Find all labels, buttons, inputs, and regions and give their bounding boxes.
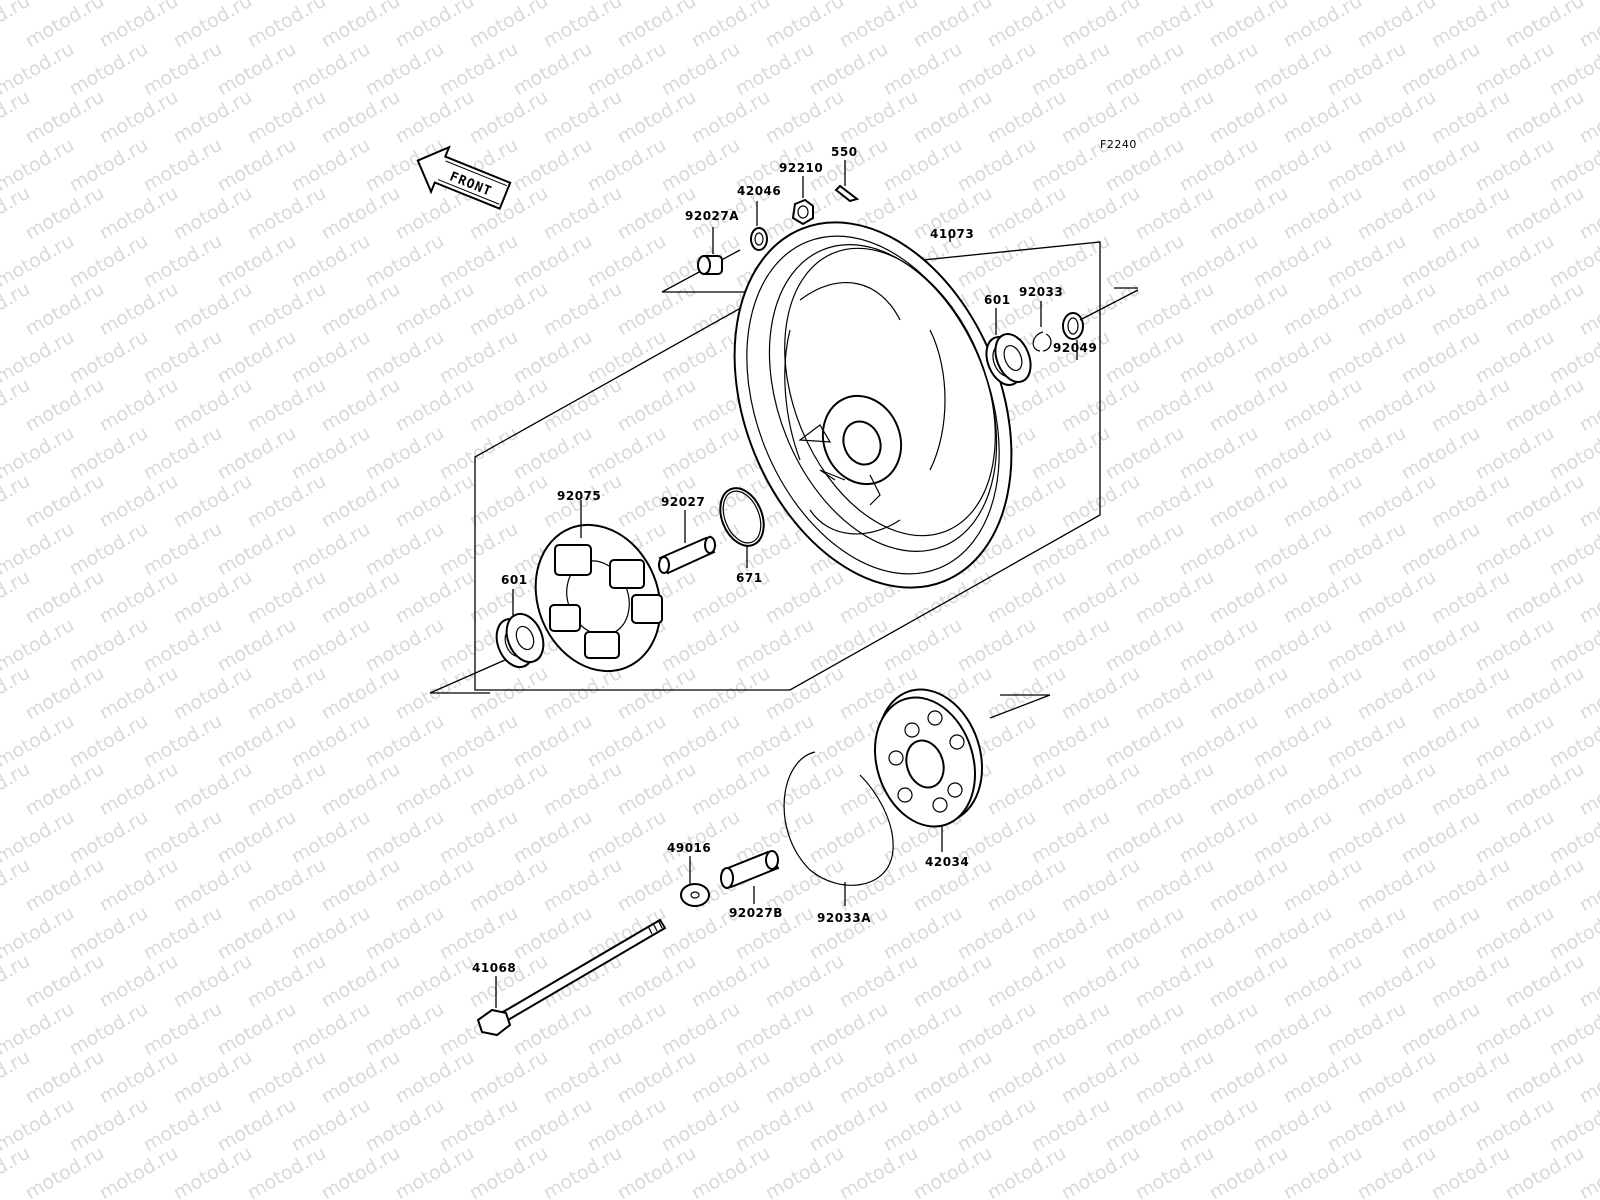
part-41068-axle bbox=[476, 918, 667, 1037]
part-92075-damper bbox=[534, 500, 663, 673]
watermark-text: motod.ru bbox=[1058, 1142, 1144, 1200]
watermark-text: motod.ru bbox=[1132, 1142, 1218, 1200]
watermark-text: motod.ru bbox=[1354, 1142, 1440, 1200]
label-601-left: 601 bbox=[501, 573, 528, 587]
part-92049-seal bbox=[1062, 287, 1139, 360]
watermark-text: motod.ru bbox=[688, 1142, 774, 1200]
label-92049: 92049 bbox=[1053, 341, 1097, 355]
part-671-o-ring bbox=[719, 487, 765, 568]
part-550 bbox=[834, 160, 860, 203]
watermark-text: motod.ru bbox=[170, 1142, 256, 1200]
label-671: 671 bbox=[736, 571, 763, 585]
label-41073: 41073 bbox=[930, 227, 974, 241]
watermark-text: motod.ru bbox=[836, 1142, 922, 1200]
label-92210: 92210 bbox=[779, 161, 823, 175]
watermark-text: motod.ru bbox=[1280, 1142, 1366, 1200]
part-92033A-circlip bbox=[783, 751, 894, 906]
part-601-left-bearing bbox=[429, 589, 545, 694]
label-41068: 41068 bbox=[472, 961, 516, 975]
part-92033-circlip bbox=[1032, 301, 1052, 352]
label-92075: 92075 bbox=[557, 489, 601, 503]
watermark-text: motod.ru bbox=[244, 1142, 330, 1200]
label-550: 550 bbox=[831, 145, 858, 159]
watermark-text: motod.ru bbox=[1428, 1142, 1514, 1200]
part-92027-collar bbox=[658, 510, 716, 575]
watermark-text: motod.ru bbox=[22, 1142, 108, 1200]
part-92027A bbox=[661, 227, 745, 293]
label-92033A: 92033A bbox=[817, 911, 871, 925]
label-92033: 92033 bbox=[1019, 285, 1063, 299]
label-92027B: 92027B bbox=[729, 906, 783, 920]
watermark-text: motod.ru bbox=[466, 1142, 552, 1200]
watermark-text: motod.ru bbox=[96, 1142, 182, 1200]
label-49016: 49016 bbox=[667, 841, 711, 855]
part-92027B-collar bbox=[720, 850, 780, 904]
watermark-text: motod.ru bbox=[910, 1142, 996, 1200]
label-601-right: 601 bbox=[984, 293, 1011, 307]
part-42046 bbox=[750, 201, 768, 251]
label-42034: 42034 bbox=[925, 855, 969, 869]
figure-code: F2240 bbox=[1100, 138, 1137, 151]
part-92210 bbox=[791, 176, 814, 226]
front-arrow-icon: FRONT bbox=[416, 145, 512, 211]
watermark-text: motod.ru bbox=[1206, 1142, 1292, 1200]
watermark-text: motod.ru bbox=[762, 1142, 848, 1200]
label-92027: 92027 bbox=[661, 495, 705, 509]
part-41073-wheel bbox=[733, 221, 1013, 589]
watermark-text: motod.ru bbox=[392, 1142, 478, 1200]
part-42034-coupling bbox=[874, 688, 1051, 852]
label-92027A: 92027A bbox=[685, 209, 739, 223]
part-49016-washer bbox=[680, 856, 710, 907]
part-601-right-bearing bbox=[985, 308, 1032, 386]
watermark-text: motod.ru bbox=[614, 1142, 700, 1200]
label-42046: 42046 bbox=[737, 184, 781, 198]
watermark-text: motod.ru bbox=[540, 1142, 626, 1200]
watermark-text: motod.ru bbox=[1502, 1142, 1588, 1200]
watermark-text: motod.ru bbox=[984, 1142, 1070, 1200]
watermark-text: motod.ru bbox=[318, 1142, 404, 1200]
